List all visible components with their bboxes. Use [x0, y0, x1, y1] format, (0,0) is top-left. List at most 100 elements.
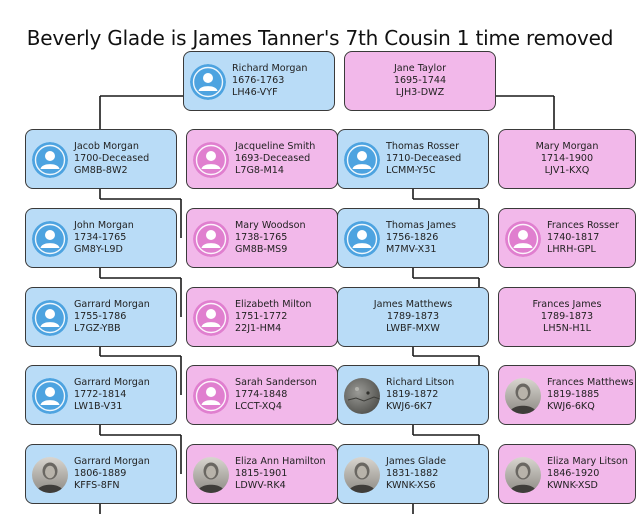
person-silhouette-icon [505, 221, 541, 257]
person-id: GM8Y-L9D [74, 244, 123, 256]
person-dates: 1755-1786 [74, 310, 127, 322]
person-id: LH5N-H1L [543, 323, 591, 335]
person-dates: 1734-1765 [74, 231, 127, 243]
person-name: Frances Matthews [547, 376, 634, 388]
page-title: Beverly Glade is James Tanner's 7th Cous… [26, 26, 614, 50]
person-id: LCCT-XQ4 [235, 401, 282, 413]
person-dates: 1772-1814 [74, 388, 127, 400]
person-dates: 1695-1744 [393, 74, 447, 86]
person-silhouette-icon [193, 378, 229, 414]
person-name: Jane Taylor [393, 62, 447, 74]
person-name: Garrard Morgan [74, 298, 150, 310]
person-dates: 1700-Deceased [74, 152, 150, 164]
person-silhouette-icon [32, 221, 68, 257]
person-id: KWJ6-6K7 [386, 401, 433, 413]
person-silhouette-icon [344, 221, 380, 257]
person-dates: 1789-1873 [540, 310, 594, 322]
person-name: Mary Morgan [535, 140, 599, 152]
person-silhouette-icon [193, 142, 229, 178]
person-dates: 1789-1873 [386, 310, 440, 322]
person-dates: 1738-1765 [235, 231, 288, 243]
person-id: M7MV-X31 [386, 244, 437, 256]
person-id: KWNK-XSD [547, 480, 598, 492]
person-id: LDWV-RK4 [235, 480, 286, 492]
portrait-photo [193, 457, 229, 493]
person-silhouette-icon [193, 221, 229, 257]
person-dates: 1756-1826 [386, 231, 439, 243]
person-silhouette-icon [32, 142, 68, 178]
person-id: GM8B-MS9 [235, 244, 288, 256]
person-id: LJV1-KXQ [544, 165, 590, 177]
person-dates: 1693-Deceased [235, 152, 311, 164]
person-id: KWNK-XS6 [386, 480, 436, 492]
person-name: Thomas James [386, 219, 457, 231]
person-name: Jacqueline Smith [235, 140, 316, 152]
person-id: L7G8-M14 [235, 165, 284, 177]
person-id: LW1B-V31 [74, 401, 123, 413]
person-name: Sarah Sanderson [235, 376, 317, 388]
person-dates: 1815-1901 [235, 467, 288, 479]
person-name: Garrard Morgan [74, 455, 150, 467]
portrait-photo [505, 378, 541, 414]
person-name: Frances Rosser [547, 219, 619, 231]
person-dates: 1740-1817 [547, 231, 600, 243]
person-name: Richard Morgan [232, 62, 308, 74]
person-dates: 1846-1920 [547, 467, 600, 479]
person-dates: 1714-1900 [540, 152, 594, 164]
person-id: LWBF-MXW [386, 323, 440, 335]
portrait-photo [505, 457, 541, 493]
person-name: Richard Litson [386, 376, 455, 388]
person-name: Elizabeth Milton [235, 298, 312, 310]
person-dates: 1710-Deceased [386, 152, 462, 164]
person-name: Mary Woodson [235, 219, 306, 231]
person-dates: 1676-1763 [232, 74, 285, 86]
grave-photo [344, 378, 380, 414]
person-dates: 1774-1848 [235, 388, 288, 400]
person-silhouette-icon [32, 378, 68, 414]
person-dates: 1819-1872 [386, 388, 439, 400]
person-id: LCMM-Y5C [386, 165, 436, 177]
person-id: GM8B-8W2 [74, 165, 128, 177]
person-name: Jacob Morgan [74, 140, 139, 152]
